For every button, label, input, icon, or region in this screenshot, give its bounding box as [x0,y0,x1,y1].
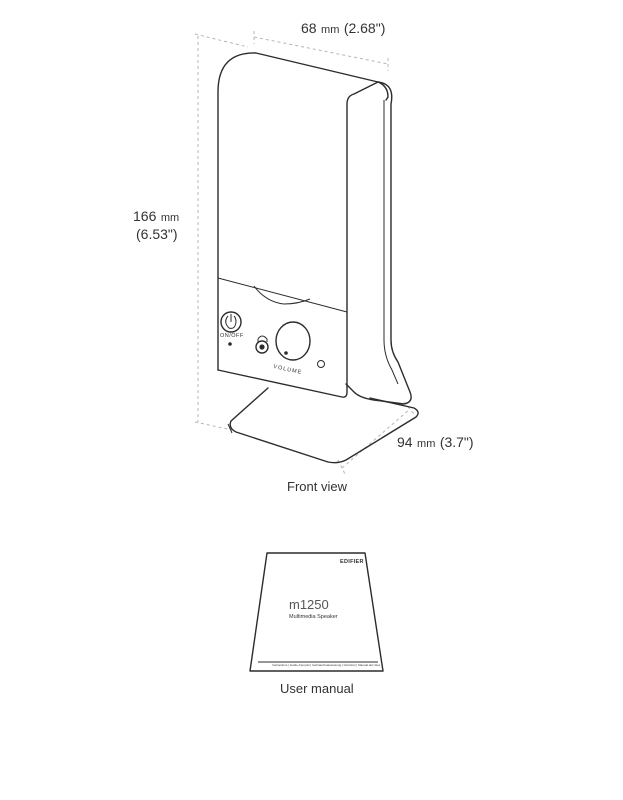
power-label: ON/OFF [220,333,244,339]
speaker-body [217,52,389,371]
width-unit: mm [321,24,340,36]
depth-dimension-label: 94 mm (3.7") [397,434,474,452]
headphone-icon [257,335,268,342]
power-button [220,311,242,333]
user-manual-booklet [249,552,384,672]
width-value: 68 [301,20,317,36]
depth-unit: mm [417,438,436,450]
front-view-caption: Front view [287,479,347,494]
height-unit: mm [160,212,180,224]
height-imperial: (6.53") [136,226,178,242]
depth-imperial: (3.7") [439,434,474,450]
depth-value: 94 [397,434,413,450]
headphone-jack [255,340,269,354]
manual-model: m1250 [289,597,329,612]
power-indicator-led [228,342,232,346]
height-value: 166 [133,208,157,224]
height-dimension-label: 166 mm [133,208,179,226]
speaker-base [229,387,419,464]
aux-input [317,360,325,368]
manual-brand: EDIFIER [340,559,364,565]
user-manual-caption: User manual [280,681,354,696]
speaker-side [345,81,412,405]
speaker-front-view [217,52,419,464]
manual-subtitle: Multimedia Speaker [289,614,338,620]
dimension-lines [194,31,415,477]
width-imperial: (2.68") [343,20,386,36]
volume-knob [275,321,311,361]
width-dimension-label: 68 mm (2.68") [301,20,385,38]
manual-footer: Instructions | Guide d'emploi | Gebrauch… [272,663,380,667]
